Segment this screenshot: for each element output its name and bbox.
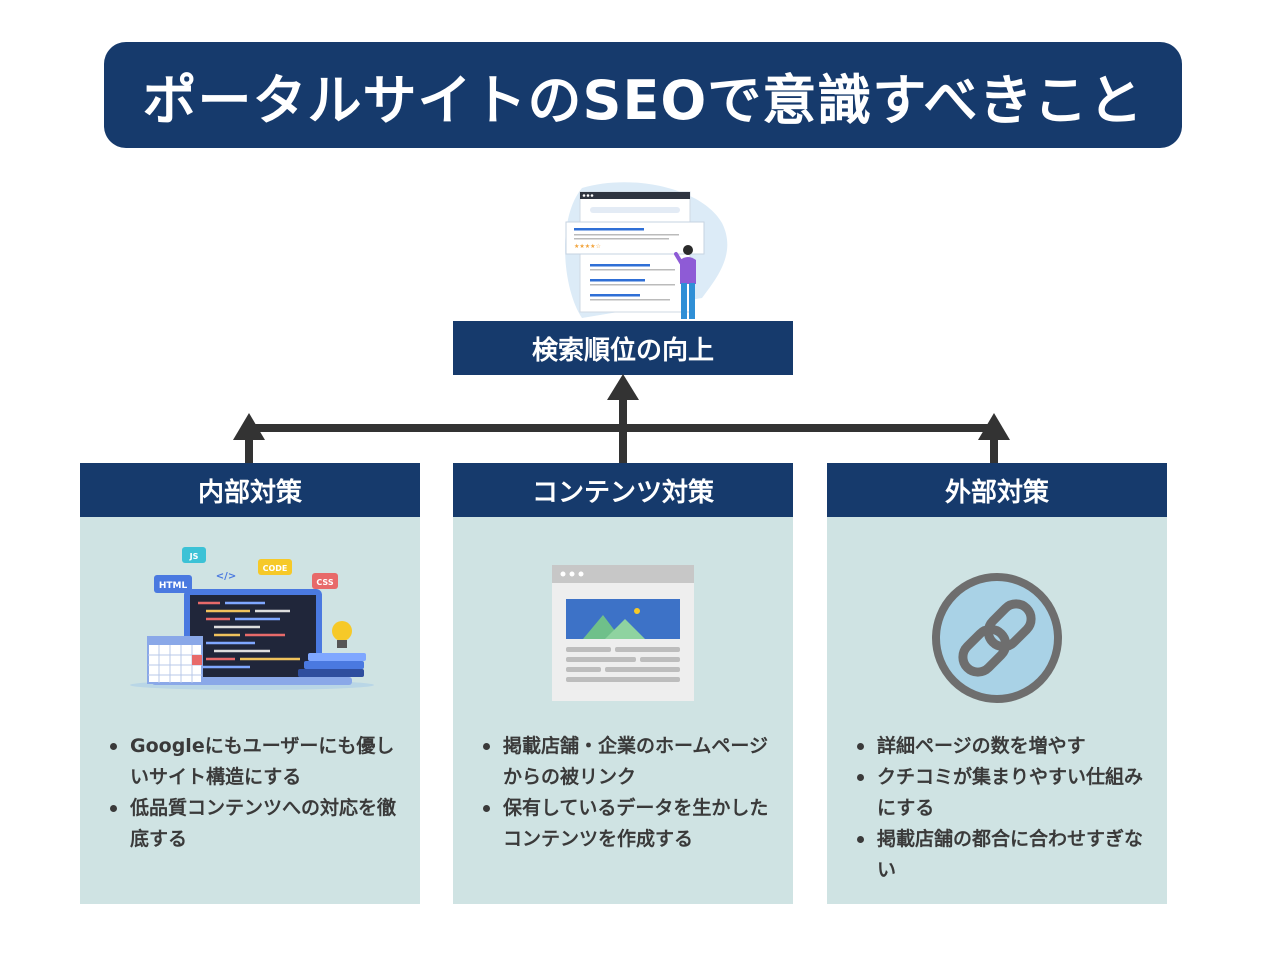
card-content: コンテンツ対策 掲載店舗・企業のホームページからの被リンク 保有しているデータを… [453, 463, 793, 904]
arrowhead-center [607, 374, 639, 400]
search-results-illustration: ★★★★☆ [565, 182, 728, 319]
card-internal: 内部対策 HTML JS [80, 463, 420, 904]
code-badge: CODE [263, 564, 288, 573]
card-list: Googleにもユーザーにも優しいサイト構造にする 低品質コンテンツへの対応を徹… [108, 731, 408, 855]
js-badge: JS [189, 552, 199, 561]
card-heading: コンテンツ対策 [453, 463, 793, 517]
card-list: 掲載店舗・企業のホームページからの被リンク 保有しているデータを生かしたコンテン… [481, 731, 781, 855]
arrowhead-left [233, 413, 265, 440]
html-badge: HTML [159, 581, 188, 591]
link-icon [932, 573, 1062, 703]
list-item: 掲載店舗の都合に合わせすぎない [855, 824, 1155, 886]
list-item: クチコミが集まりやすい仕組みにする [855, 762, 1155, 824]
css-badge: CSS [316, 578, 333, 587]
web-page-icon [552, 565, 694, 701]
svg-text:★★★★☆: ★★★★☆ [574, 243, 601, 250]
page-title: ポータルサイトのSEOで意識すべきこと [142, 68, 1144, 132]
goal-label: 検索順位の向上 [531, 335, 714, 366]
code-tag-icon: </> [216, 571, 236, 582]
list-item: 低品質コンテンツへの対応を徹底する [108, 793, 408, 855]
goal-box: 検索順位の向上 [453, 321, 793, 375]
list-item: 詳細ページの数を増やす [855, 731, 1155, 762]
list-item: Googleにもユーザーにも優しいサイト構造にする [108, 731, 408, 793]
card-heading: 外部対策 [827, 463, 1167, 517]
code-editor-icon: HTML JS CODE CSS </> [130, 547, 374, 690]
card-heading: 内部対策 [80, 463, 420, 517]
title-banner: ポータルサイトのSEOで意識すべきこと [104, 42, 1182, 148]
card-external: 外部対策 詳細ページの数を増やす クチコミが集まりやすい仕組みにする 掲載店舗の… [827, 463, 1167, 904]
list-item: 保有しているデータを生かしたコンテンツを作成する [481, 793, 781, 855]
card-list: 詳細ページの数を増やす クチコミが集まりやすい仕組みにする 掲載店舗の都合に合わ… [855, 731, 1155, 886]
list-item: 掲載店舗・企業のホームページからの被リンク [481, 731, 781, 793]
arrowhead-right [978, 413, 1010, 440]
